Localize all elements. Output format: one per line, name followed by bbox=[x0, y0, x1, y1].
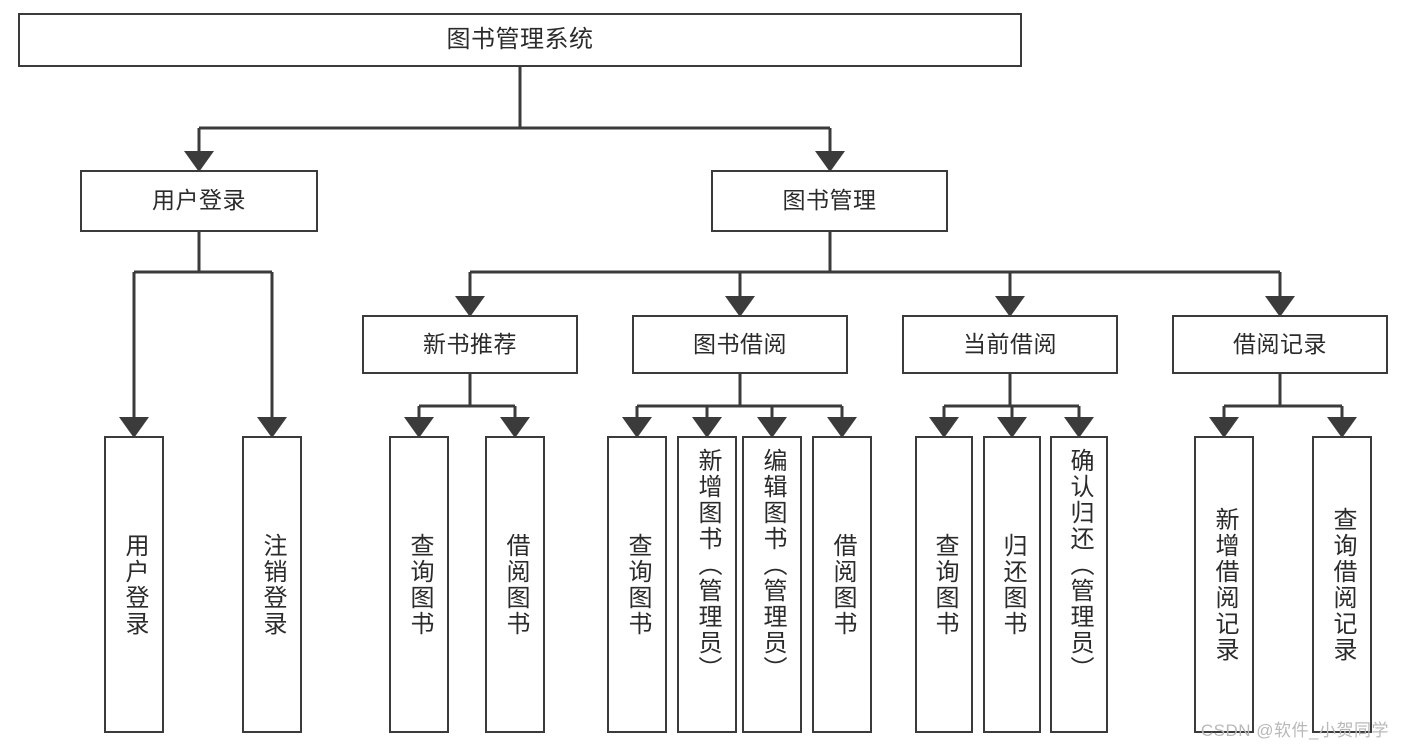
node-label: 当前借阅 bbox=[963, 330, 1057, 357]
leaf-new-book-borrow-book[interactable]: 借阅图书 bbox=[485, 436, 545, 733]
node-label: 确认归还（管理员） bbox=[1066, 448, 1093, 682]
node-root-book-management-system[interactable]: 图书管理系统 bbox=[18, 13, 1022, 67]
node-label: 图书管理 bbox=[782, 187, 877, 214]
node-book-borrow[interactable]: 图书借阅 bbox=[632, 315, 848, 374]
node-label: 图书借阅 bbox=[693, 330, 787, 357]
leaf-book-borrow-borrow-book[interactable]: 借阅图书 bbox=[812, 436, 872, 733]
node-label: 新增图书（管理员） bbox=[694, 448, 721, 682]
leaf-current-borrow-return-book[interactable]: 归还图书 bbox=[983, 436, 1041, 733]
node-label: 用户登录 bbox=[121, 532, 148, 637]
node-label: 归还图书 bbox=[999, 532, 1026, 637]
node-label: 新书推荐 bbox=[423, 330, 517, 357]
leaf-book-borrow-query-book[interactable]: 查询图书 bbox=[607, 436, 667, 733]
node-borrow-record[interactable]: 借阅记录 bbox=[1172, 315, 1388, 374]
node-label: 查询图书 bbox=[931, 532, 958, 637]
leaf-new-book-query-book[interactable]: 查询图书 bbox=[389, 436, 449, 733]
node-label: 编辑图书（管理员） bbox=[759, 448, 786, 682]
node-label: 注销登录 bbox=[259, 532, 286, 637]
node-label: 借阅图书 bbox=[829, 532, 856, 637]
node-label: 查询图书 bbox=[406, 532, 433, 637]
node-label: 借阅图书 bbox=[502, 532, 529, 637]
leaf-current-borrow-confirm-return-admin[interactable]: 确认归还（管理员） bbox=[1050, 436, 1108, 733]
leaf-borrow-record-add-record[interactable]: 新增借阅记录 bbox=[1194, 436, 1254, 733]
node-label: 新增借阅记录 bbox=[1211, 506, 1238, 663]
csdn-watermark: CSDN @软件_小贺同学 bbox=[1200, 721, 1389, 740]
node-label: 借阅记录 bbox=[1233, 330, 1327, 357]
leaf-borrow-record-query-record[interactable]: 查询借阅记录 bbox=[1312, 436, 1372, 733]
node-user-login[interactable]: 用户登录 bbox=[80, 170, 318, 232]
node-book-management[interactable]: 图书管理 bbox=[711, 170, 948, 232]
node-current-borrow[interactable]: 当前借阅 bbox=[902, 315, 1118, 374]
node-label: 查询借阅记录 bbox=[1329, 506, 1356, 663]
node-label: 用户登录 bbox=[152, 187, 246, 214]
leaf-user-login-logout[interactable]: 注销登录 bbox=[242, 436, 302, 733]
leaf-current-borrow-query-book[interactable]: 查询图书 bbox=[915, 436, 973, 733]
node-label: 图书管理系统 bbox=[446, 25, 594, 53]
leaf-user-login-login[interactable]: 用户登录 bbox=[104, 436, 164, 733]
node-new-book-recommend[interactable]: 新书推荐 bbox=[362, 315, 578, 374]
node-label: 查询图书 bbox=[624, 532, 651, 637]
leaf-book-borrow-add-book-admin[interactable]: 新增图书（管理员） bbox=[677, 436, 737, 733]
leaf-book-borrow-edit-book-admin[interactable]: 编辑图书（管理员） bbox=[742, 436, 802, 733]
